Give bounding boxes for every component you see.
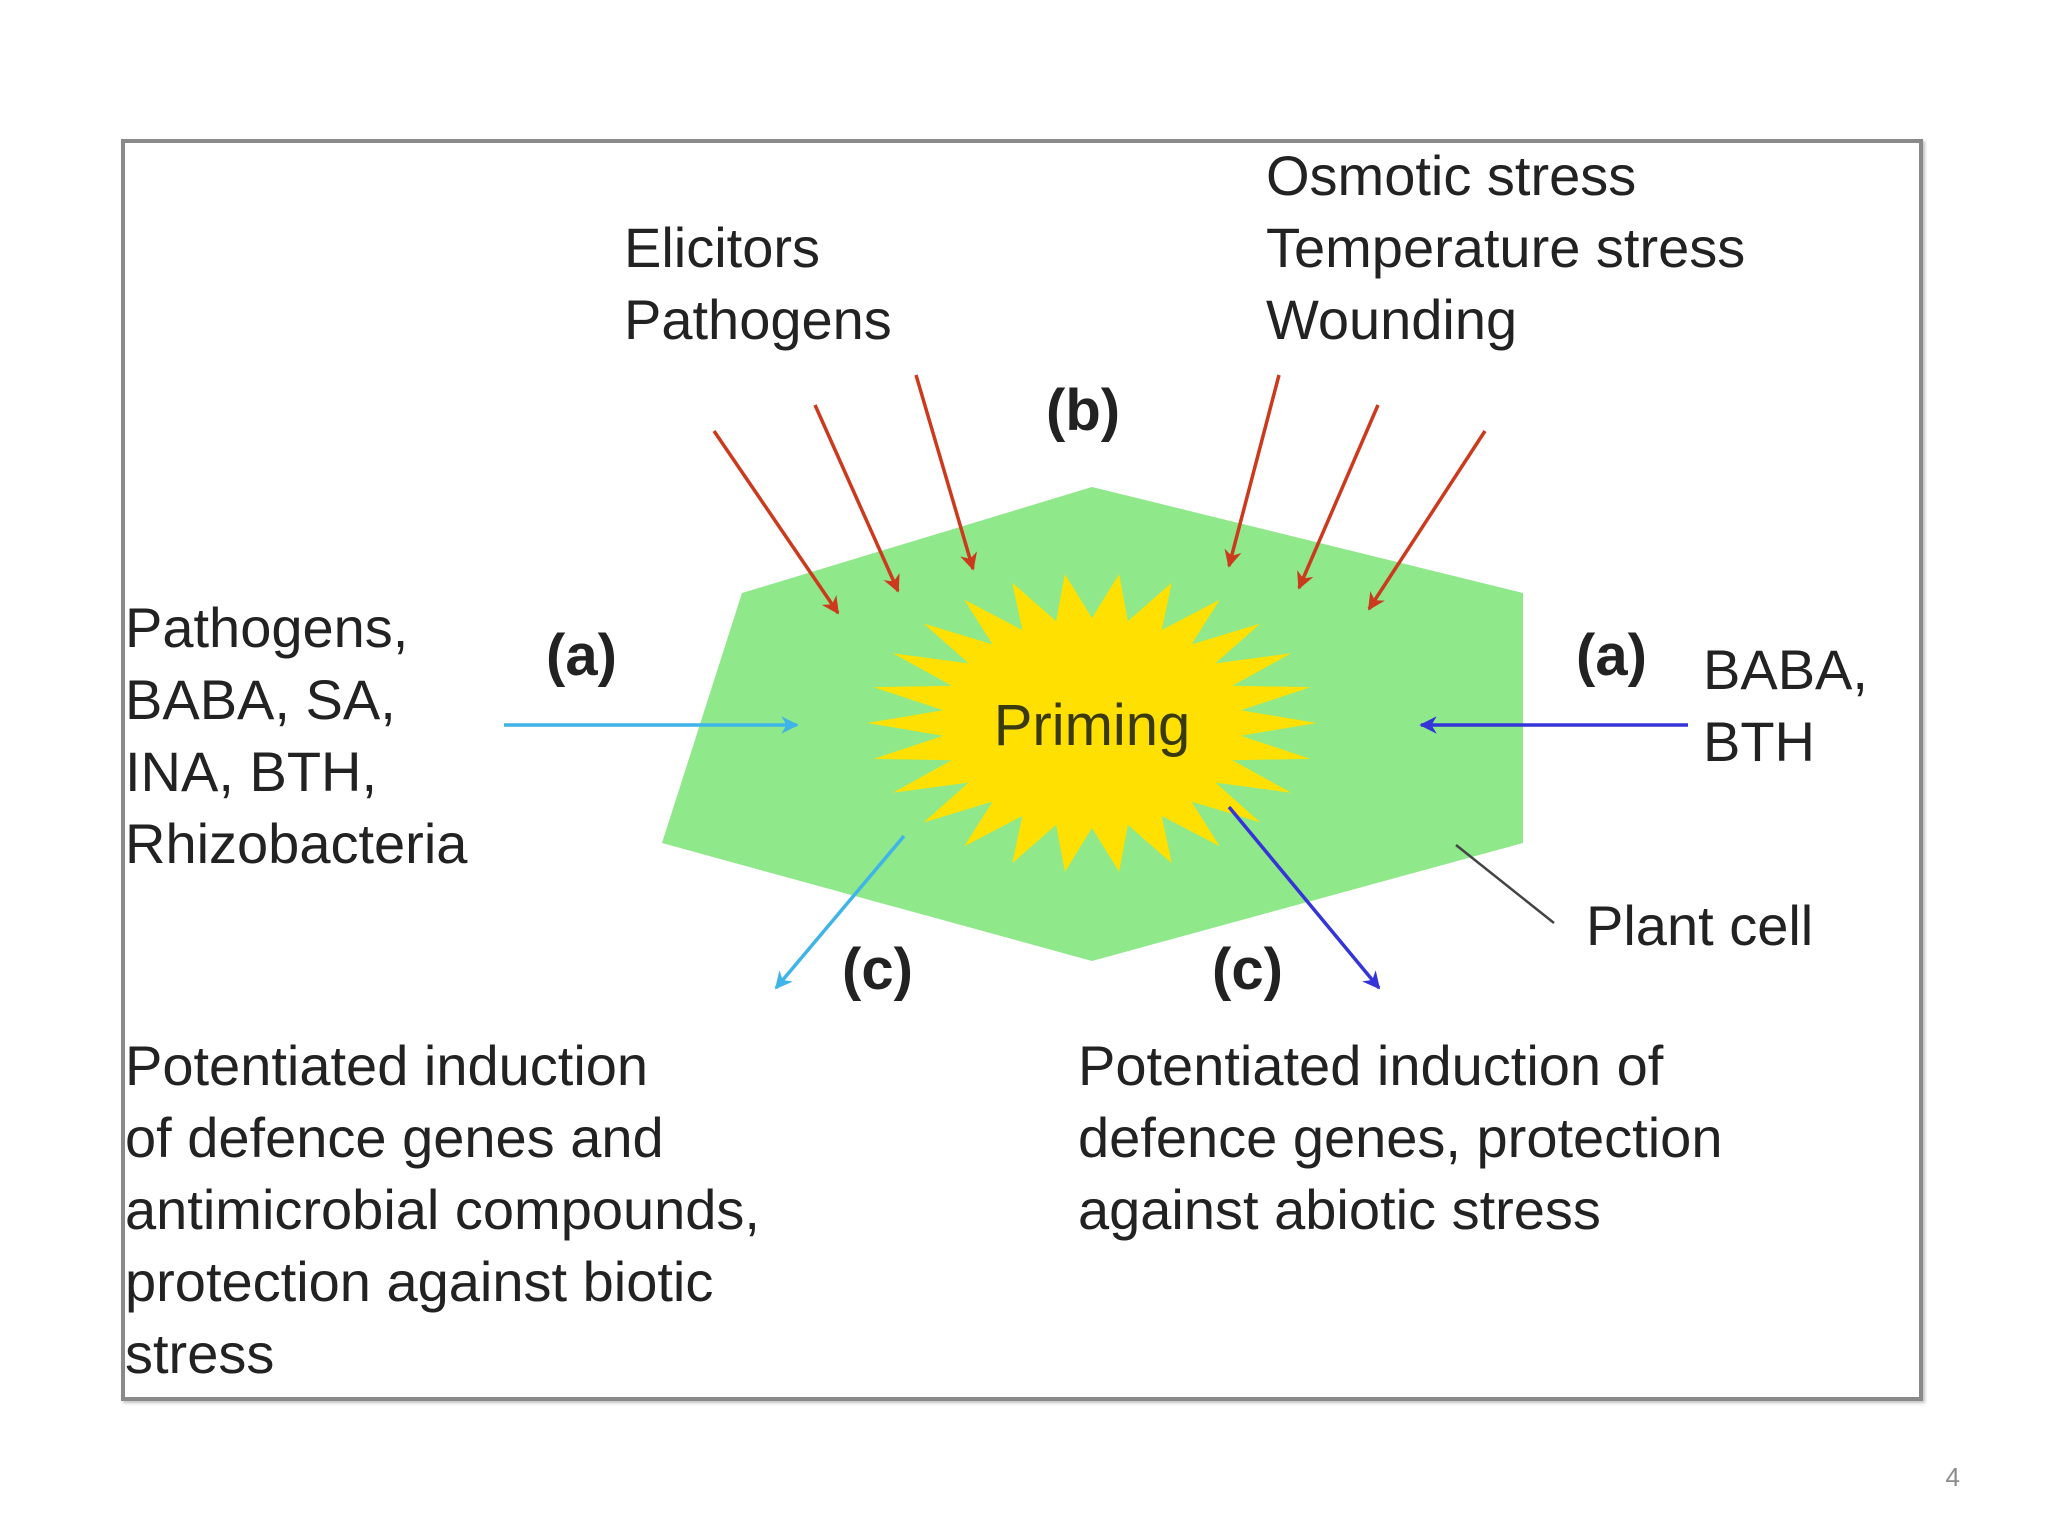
stimulus-arrow — [1367, 430, 1487, 611]
stimulus-osmotic-label: Osmotic stress — [1266, 144, 1636, 207]
left-inducer-line: BABA, SA, — [125, 668, 396, 731]
tag-a-right: (a) — [1576, 623, 1647, 688]
outcome-abiotic-line: against abiotic stress — [1078, 1178, 1601, 1241]
outcome-biotic-line: stress — [125, 1322, 274, 1385]
plant-cell-label: Plant cell — [1586, 894, 1813, 957]
outcome-biotic-line: protection against biotic — [125, 1250, 713, 1313]
priming-diagram: Priming Elicitors Pathogens Osmotic stre… — [125, 144, 1868, 1385]
outcome-abiotic-line: Potentiated induction of — [1078, 1034, 1664, 1097]
right-inducer-line: BTH — [1703, 710, 1815, 773]
stimulus-arrow — [1297, 404, 1380, 590]
outcome-biotic-line: antimicrobial compounds, — [125, 1178, 760, 1241]
stimulus-wounding-label: Wounding — [1266, 288, 1517, 351]
outcome-biotic-line: Potentiated induction — [125, 1034, 648, 1097]
outcome-abiotic-line: defence genes, protection — [1078, 1106, 1722, 1169]
priming-burst — [867, 574, 1317, 872]
stimulus-arrow — [914, 374, 977, 571]
tag-c-right: (c) — [1212, 937, 1283, 1002]
left-inducer-line: INA, BTH, — [125, 740, 377, 803]
page-number: 4 — [1945, 1462, 1960, 1492]
left-inducer-line: Pathogens, — [125, 596, 408, 659]
tag-a-left: (a) — [546, 623, 617, 688]
plant-cell-pointer — [1455, 844, 1555, 924]
figure-frame: Priming Elicitors Pathogens Osmotic stre… — [121, 139, 1923, 1401]
stimulus-temperature-label: Temperature stress — [1266, 216, 1745, 279]
stimulus-arrow — [813, 404, 900, 593]
stimulus-pathogens-label: Pathogens — [624, 288, 892, 351]
stimulus-arrow — [1224, 374, 1281, 568]
stimulus-arrow — [712, 430, 840, 615]
outcome-biotic-line: of defence genes and — [125, 1106, 664, 1169]
left-inducer-line: Rhizobacteria — [125, 812, 468, 875]
tag-b: (b) — [1046, 378, 1120, 443]
outcome-arrow-abiotic — [1227, 805, 1381, 990]
stimulus-elicitors-label: Elicitors — [624, 216, 820, 279]
outcome-arrow-biotic — [774, 834, 906, 990]
tag-c-left: (c) — [842, 937, 913, 1002]
priming-label: Priming — [994, 693, 1191, 758]
right-inducer-line: BABA, — [1703, 638, 1868, 701]
